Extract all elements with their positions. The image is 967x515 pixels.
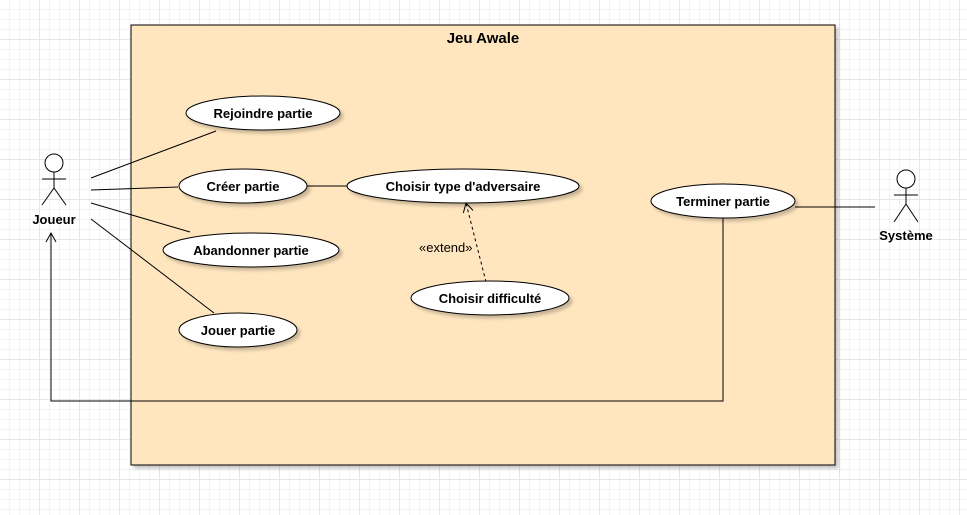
usecase-label: Créer partie [207,179,280,194]
usecase-abandonner-partie[interactable]: Abandonner partie [162,232,340,268]
usecase-label: Terminer partie [676,194,770,209]
usecase-jouer-partie[interactable]: Jouer partie [178,312,298,348]
association-joueur-creer[interactable] [90,186,179,191]
usecase-choisir-difficulte[interactable]: Choisir difficulté [410,280,570,316]
actor-joueur[interactable]: Joueur [32,153,76,227]
association-joueur-rejoindre[interactable] [90,130,217,179]
usecase-rejoindre-partie[interactable]: Rejoindre partie [185,95,341,131]
stick-figure-icon [893,169,919,223]
usecase-terminer-partie[interactable]: Terminer partie [650,183,796,219]
usecase-label: Choisir type d'adversaire [386,179,541,194]
actor-label: Joueur [32,212,75,227]
association-joueur-abandonner[interactable] [90,202,191,233]
extend-dependency[interactable] [462,202,487,283]
usecase-label: Rejoindre partie [214,106,313,121]
usecase-label: Choisir difficulté [439,291,542,306]
usecase-label: Jouer partie [201,323,275,338]
usecase-label: Abandonner partie [193,243,309,258]
stick-figure-icon [41,153,67,206]
actor-systeme[interactable]: Système [879,169,933,243]
flow-terminer-to-joueur[interactable] [45,217,724,402]
system-title: Jeu Awale [447,30,520,47]
actor-label: Système [879,228,932,243]
usecase-choisir-type-adversaire[interactable]: Choisir type d'adversaire [346,168,580,204]
extend-label: «extend» [419,240,473,255]
usecase-creer-partie[interactable]: Créer partie [178,168,308,204]
association-joueur-jouer[interactable] [90,218,215,314]
